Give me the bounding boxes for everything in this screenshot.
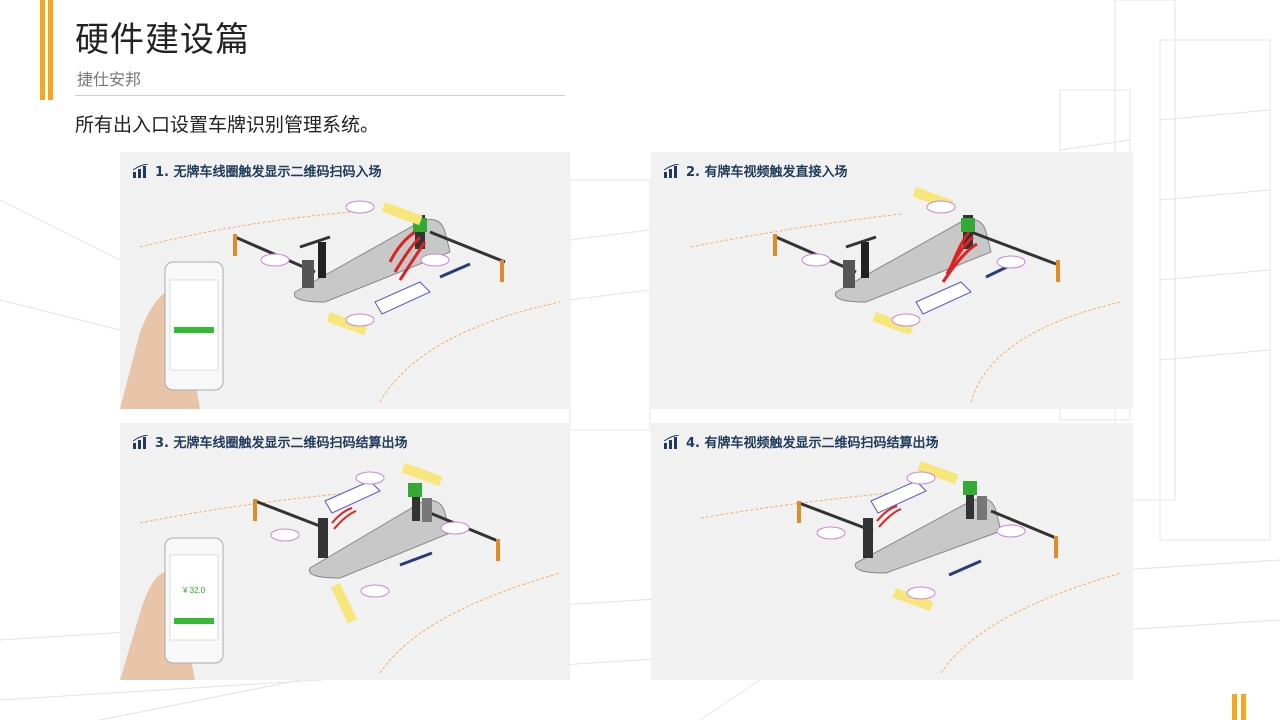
panel-3-title: 3. 无牌车线圈触发显示二维码扫码结算出场	[132, 432, 408, 451]
bar-chart-icon	[663, 435, 681, 449]
title-divider	[75, 95, 565, 96]
panel-3-title-text: 3. 无牌车线圈触发显示二维码扫码结算出场	[155, 432, 408, 451]
bar-chart-icon	[663, 164, 681, 178]
page-marker-bar-1	[1232, 694, 1237, 720]
fee-amount: ¥ 32.0	[182, 586, 206, 595]
scenario-panel-3: ¥ 32.0 3. 无牌车线圈触发显示二维码扫码结算出场	[120, 423, 570, 680]
entry-scene-illustration	[120, 152, 570, 409]
plate-entry-scene-illustration	[651, 152, 1133, 409]
page-marker-bar-2	[1241, 694, 1246, 720]
page-description: 所有出入口设置车牌识别管理系统。	[75, 110, 379, 137]
panel-1-title: 1. 无牌车线圈触发显示二维码扫码入场	[132, 161, 382, 180]
page-title: 硬件建设篇	[75, 12, 250, 61]
scenario-panel-1: 1. 无牌车线圈触发显示二维码扫码入场	[120, 152, 570, 409]
exit-scene-illustration: ¥ 32.0	[120, 423, 570, 680]
panel-1-title-text: 1. 无牌车线圈触发显示二维码扫码入场	[155, 161, 382, 180]
page-subtitle: 捷仕安邦	[77, 66, 141, 90]
bar-chart-icon	[132, 435, 150, 449]
plate-exit-scene-illustration	[651, 423, 1133, 680]
panel-2-title: 2. 有牌车视频触发直接入场	[663, 161, 848, 180]
page-marker	[1232, 694, 1246, 720]
accent-bar-left	[40, 0, 45, 100]
panel-2-title-text: 2. 有牌车视频触发直接入场	[686, 161, 848, 180]
panel-4-title: 4. 有牌车视频触发显示二维码扫码结算出场	[663, 432, 939, 451]
accent-bar-right	[48, 0, 53, 100]
scenario-panel-2: 2. 有牌车视频触发直接入场	[651, 152, 1133, 409]
panel-4-title-text: 4. 有牌车视频触发显示二维码扫码结算出场	[686, 432, 939, 451]
scenario-panel-4: 4. 有牌车视频触发显示二维码扫码结算出场	[651, 423, 1133, 680]
bar-chart-icon	[132, 164, 150, 178]
